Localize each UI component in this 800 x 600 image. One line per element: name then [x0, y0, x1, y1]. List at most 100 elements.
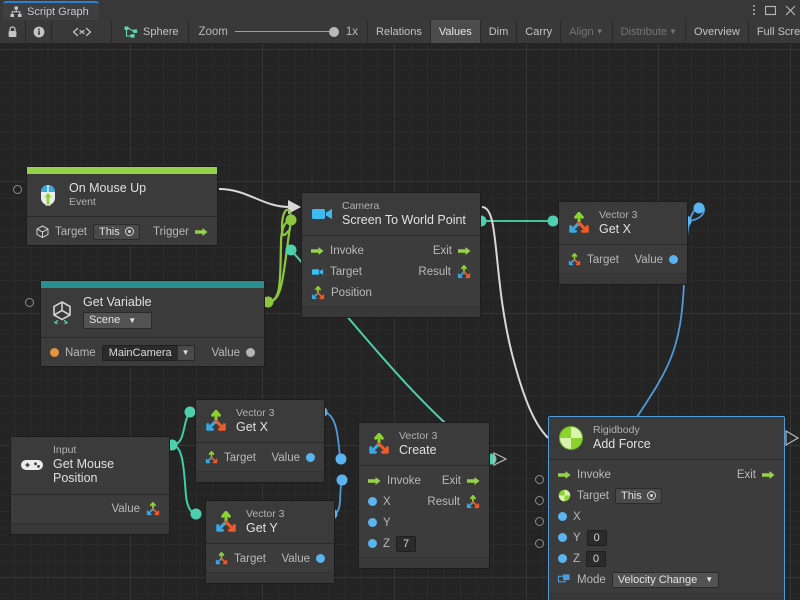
port-label-z: Z: [383, 538, 390, 550]
flow-arrow-icon[interactable]: [762, 470, 775, 480]
node-accent-bar: [41, 281, 264, 288]
window-tab-script-graph[interactable]: Script Graph: [3, 1, 99, 20]
node-titles: Get Variable Scene ▼: [83, 295, 152, 329]
toolbar-button-dim[interactable]: Dim: [481, 20, 518, 43]
zoom-slider[interactable]: [235, 26, 339, 38]
port-value-output[interactable]: [246, 348, 255, 357]
node-title: Get Y: [246, 521, 285, 535]
vector3-icon[interactable]: [205, 451, 218, 464]
node-vector3-create[interactable]: Vector 3 Create Invoke Exit: [358, 422, 490, 569]
vector3-icon: [368, 433, 390, 455]
port-value-output[interactable]: [306, 453, 315, 462]
port-name-input[interactable]: [50, 348, 59, 357]
port-x-input[interactable]: [368, 497, 377, 506]
vector3-icon[interactable]: [457, 265, 471, 279]
vector3-icon[interactable]: [215, 552, 228, 565]
target-this-field[interactable]: This: [615, 488, 662, 504]
node-vector3-get-x-mid[interactable]: Vector 3 Get X Target: [195, 399, 325, 483]
z-value-field[interactable]: 0: [586, 551, 606, 567]
code-brackets-icon: [70, 26, 94, 38]
flow-arrow-icon[interactable]: [467, 476, 480, 486]
toolbar-button-relations[interactable]: Relations: [368, 20, 431, 43]
flow-arrow-icon[interactable]: [558, 470, 571, 480]
port-z-input[interactable]: [368, 539, 377, 548]
port-y-input[interactable]: [558, 533, 567, 542]
node-vector3-get-y[interactable]: Vector 3 Get Y Target: [205, 500, 335, 584]
port-label-position: Position: [331, 287, 372, 299]
variable-name-dropdown-arrow[interactable]: ▼: [178, 345, 195, 361]
loose-port-create-x[interactable]: [535, 475, 544, 484]
node-footer: [196, 471, 324, 482]
node-on-mouse-up[interactable]: On Mouse Up Event Target: [26, 166, 218, 246]
port-x-input[interactable]: [558, 512, 567, 521]
node-body: Name MainCamera ▼ Value: [41, 338, 264, 366]
vector3-icon: [215, 511, 237, 533]
info-button[interactable]: [26, 20, 52, 43]
flow-arrow-icon[interactable]: [368, 476, 381, 486]
loose-port-create-z[interactable]: [535, 517, 544, 526]
target-picker-icon[interactable]: [647, 491, 656, 500]
loose-port-mode[interactable]: [535, 539, 544, 548]
unity-variable-icon: [50, 300, 74, 324]
node-subtitle: Vector 3: [246, 508, 285, 520]
rigidbody-icon[interactable]: [558, 489, 571, 502]
port-label-target: Target: [330, 266, 362, 278]
node-vector3-get-x-top[interactable]: Vector 3 Get X Target: [558, 201, 688, 285]
node-header: Vector 3 Get X: [559, 202, 687, 245]
loose-port-create-y[interactable]: [535, 496, 544, 505]
port-label-target: Target: [234, 553, 266, 565]
cube-icon: [36, 225, 49, 238]
toolbar-button-distribute[interactable]: Distribute▼: [613, 20, 686, 43]
y-value-field[interactable]: 0: [587, 530, 607, 546]
variable-kind-dropdown[interactable]: Scene ▼: [83, 312, 152, 329]
port-label-target: Target: [577, 490, 609, 502]
target-this-field[interactable]: This: [93, 224, 140, 240]
node-header: Vector 3 Create: [359, 423, 489, 466]
port-value-output[interactable]: [669, 255, 678, 264]
vector3-icon[interactable]: [466, 495, 480, 509]
port-label-invoke: Invoke: [330, 245, 364, 257]
toolbar-button-full-screen[interactable]: Full Screen: [749, 20, 800, 43]
node-title: Event: [69, 196, 146, 208]
node-camera-screen-to-world-point[interactable]: Camera Screen To World Point Invoke Exit: [301, 192, 481, 318]
kebab-menu-icon[interactable]: [752, 4, 756, 16]
node-input-get-mouse-position[interactable]: Input Get Mouse Position Value: [10, 436, 170, 535]
loose-port-target[interactable]: [13, 185, 22, 194]
code-view-button[interactable]: [52, 20, 112, 43]
port-value-output[interactable]: [316, 554, 325, 563]
toolbar-button-align[interactable]: Align▼: [561, 20, 612, 43]
close-icon[interactable]: [785, 5, 796, 16]
graph-object-field[interactable]: Sphere: [112, 20, 189, 43]
lock-toggle-button[interactable]: [0, 20, 26, 43]
toolbar-button-overview[interactable]: Overview: [686, 20, 749, 43]
zoom-control[interactable]: Zoom 1x: [189, 20, 368, 43]
toolbar-button-carry[interactable]: Carry: [517, 20, 561, 43]
loose-port-name[interactable]: [25, 298, 34, 307]
enum-icon[interactable]: [558, 573, 571, 586]
flow-arrow-icon[interactable]: [458, 246, 471, 256]
toolbar-button-values[interactable]: Values: [431, 20, 481, 43]
port-label-target: Target: [587, 254, 619, 266]
vector3-icon[interactable]: [146, 502, 160, 516]
port-z-input[interactable]: [558, 554, 567, 563]
node-get-variable[interactable]: Get Variable Scene ▼ Name MainCamera ▼: [40, 280, 265, 367]
vector3-icon[interactable]: [568, 253, 581, 266]
port-y-input[interactable]: [368, 518, 377, 527]
zoom-slider-knob[interactable]: [329, 27, 339, 37]
camera-icon[interactable]: [311, 267, 324, 277]
vector3-icon[interactable]: [311, 286, 325, 300]
flow-arrow-icon[interactable]: [311, 246, 324, 256]
z-value-field[interactable]: 7: [396, 536, 416, 552]
node-header: On Mouse Up Event: [27, 174, 217, 217]
flow-arrow-icon[interactable]: [195, 227, 208, 237]
force-mode-dropdown[interactable]: Velocity Change ▼: [612, 572, 719, 588]
variable-name-value[interactable]: MainCamera: [102, 345, 178, 361]
node-row-target: Target This: [549, 485, 784, 506]
target-picker-icon[interactable]: [125, 227, 134, 236]
node-header: Input Get Mouse Position: [11, 437, 169, 495]
node-rigidbody-add-force[interactable]: Rigidbody Add Force Invoke Exit: [548, 416, 785, 600]
gamepad-icon: [20, 457, 44, 473]
maximize-icon[interactable]: [765, 5, 776, 16]
graph-canvas[interactable]: On Mouse Up Event Target: [0, 44, 800, 600]
node-body: Target Value: [559, 245, 687, 273]
